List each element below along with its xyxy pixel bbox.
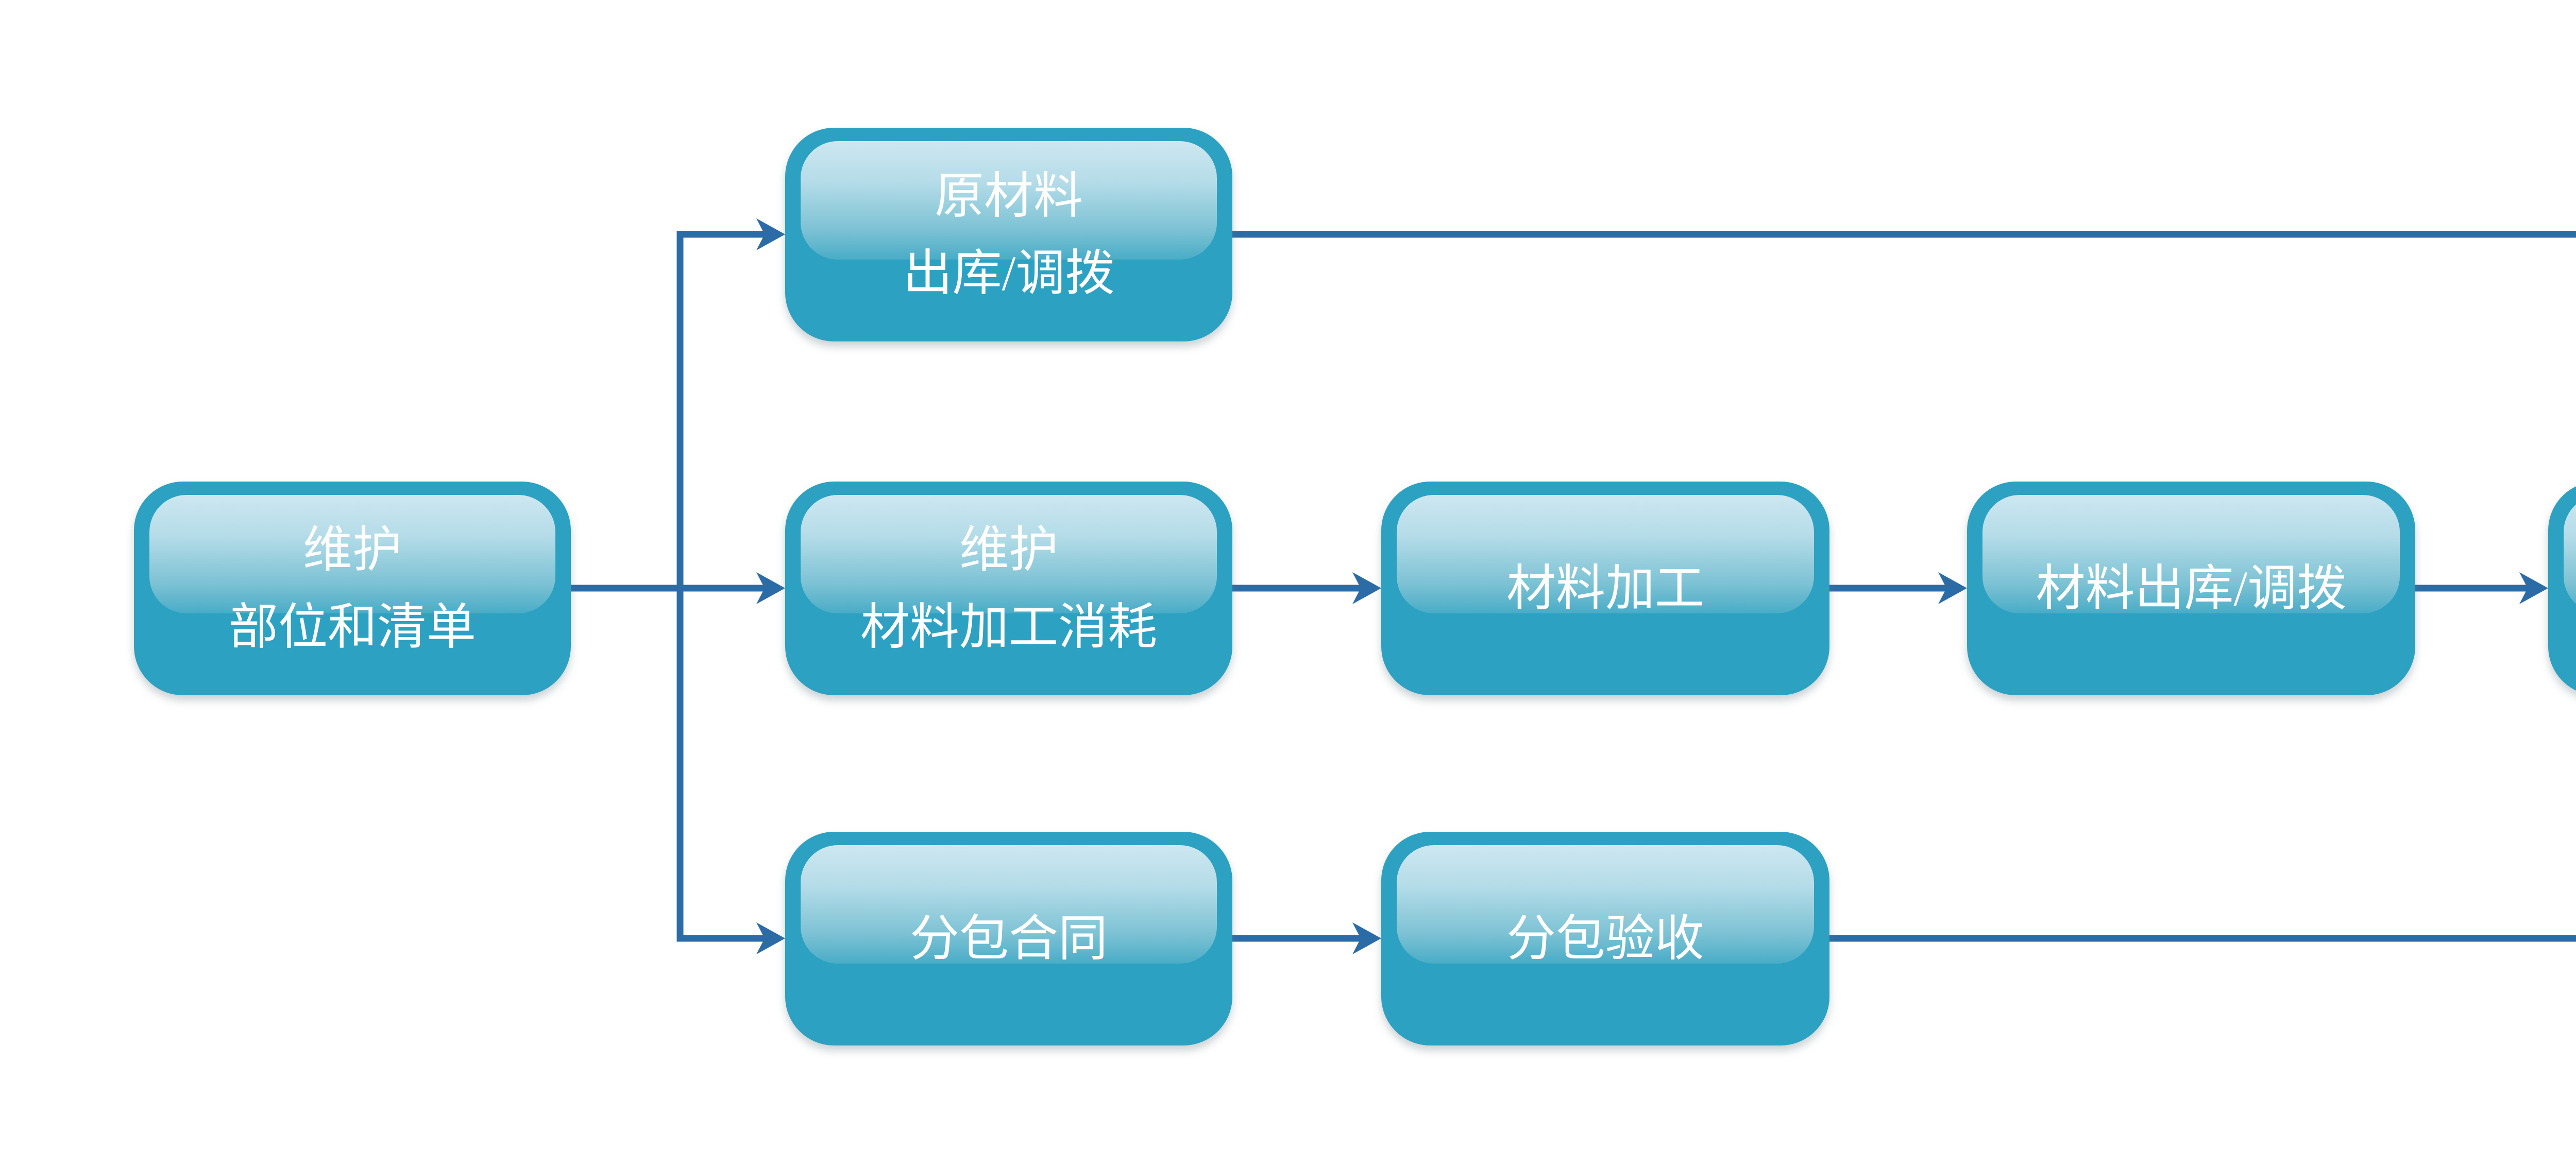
node-project-progress-analysis: 工程进度分析 [2548, 482, 2576, 695]
node-maintenance-material-processing-consumption: 维护 材料加工消耗 [785, 482, 1232, 695]
label-line: 维护 [959, 522, 1058, 577]
node-label: 分包合同 [785, 832, 1232, 1045]
node-material-outbound-transfer: 材料出库/调拨 [1967, 482, 2415, 695]
label-line: 出库/调拨 [903, 245, 1115, 301]
arrowhead-into-processing [1352, 572, 1381, 604]
arrowhead-into-contract [756, 922, 785, 954]
gloss-highlight [1397, 495, 1814, 613]
label-line: 分包验收 [1506, 911, 1704, 966]
label-line: 维护 [303, 522, 402, 577]
node-subcontract-acceptance: 分包验收 [1381, 832, 1829, 1045]
node-label: 分包验收 [1381, 832, 1829, 1045]
gloss-highlight [1397, 845, 1814, 964]
arrowhead-into-outbound [1938, 572, 1967, 604]
node-label: 维护 部位和清单 [134, 482, 571, 695]
node-label: 材料加工 [1381, 482, 1829, 695]
edge-arrowheads [756, 218, 2548, 954]
node-label: 材料出库/调拨 [1967, 482, 2415, 695]
node-raw-material-outbound-transfer: 原材料 出库/调拨 [785, 128, 1232, 341]
edge-rawmaterial-to-analysis-line [1232, 231, 2576, 238]
node-label: 维护 材料加工消耗 [785, 482, 1232, 695]
arrowhead-into-consumption [756, 572, 785, 604]
gloss-highlight [149, 495, 555, 613]
node-subcontract-contract: 分包合同 [785, 832, 1232, 1045]
node-maintenance-parts-and-list: 维护 部位和清单 [134, 482, 571, 695]
edge-acceptance-to-analysis-line [1829, 935, 2576, 942]
gloss-highlight [801, 495, 1217, 613]
arrowhead-into-acceptance [1352, 922, 1381, 954]
label-line: 部位和清单 [229, 599, 476, 655]
gloss-highlight [1982, 495, 2400, 613]
node-label: 原材料 出库/调拨 [785, 128, 1232, 341]
label-line: 材料出库/调拨 [2036, 560, 2347, 616]
label-line: 分包合同 [910, 911, 1108, 966]
label-line: 材料加工消耗 [860, 599, 1157, 655]
arrowhead-into-analysis-left [2519, 572, 2548, 604]
label-line: 原材料 [935, 168, 1083, 224]
node-label: 工程进度分析 [2548, 482, 2576, 695]
node-material-processing: 材料加工 [1381, 482, 1829, 695]
arrowhead-into-rawmaterial [756, 218, 785, 250]
gloss-highlight [801, 141, 1217, 260]
gloss-highlight [801, 845, 1217, 964]
edge-branch-trunk-line [676, 231, 766, 942]
edge-lines [571, 231, 2576, 942]
label-line: 材料加工 [1506, 560, 1704, 616]
